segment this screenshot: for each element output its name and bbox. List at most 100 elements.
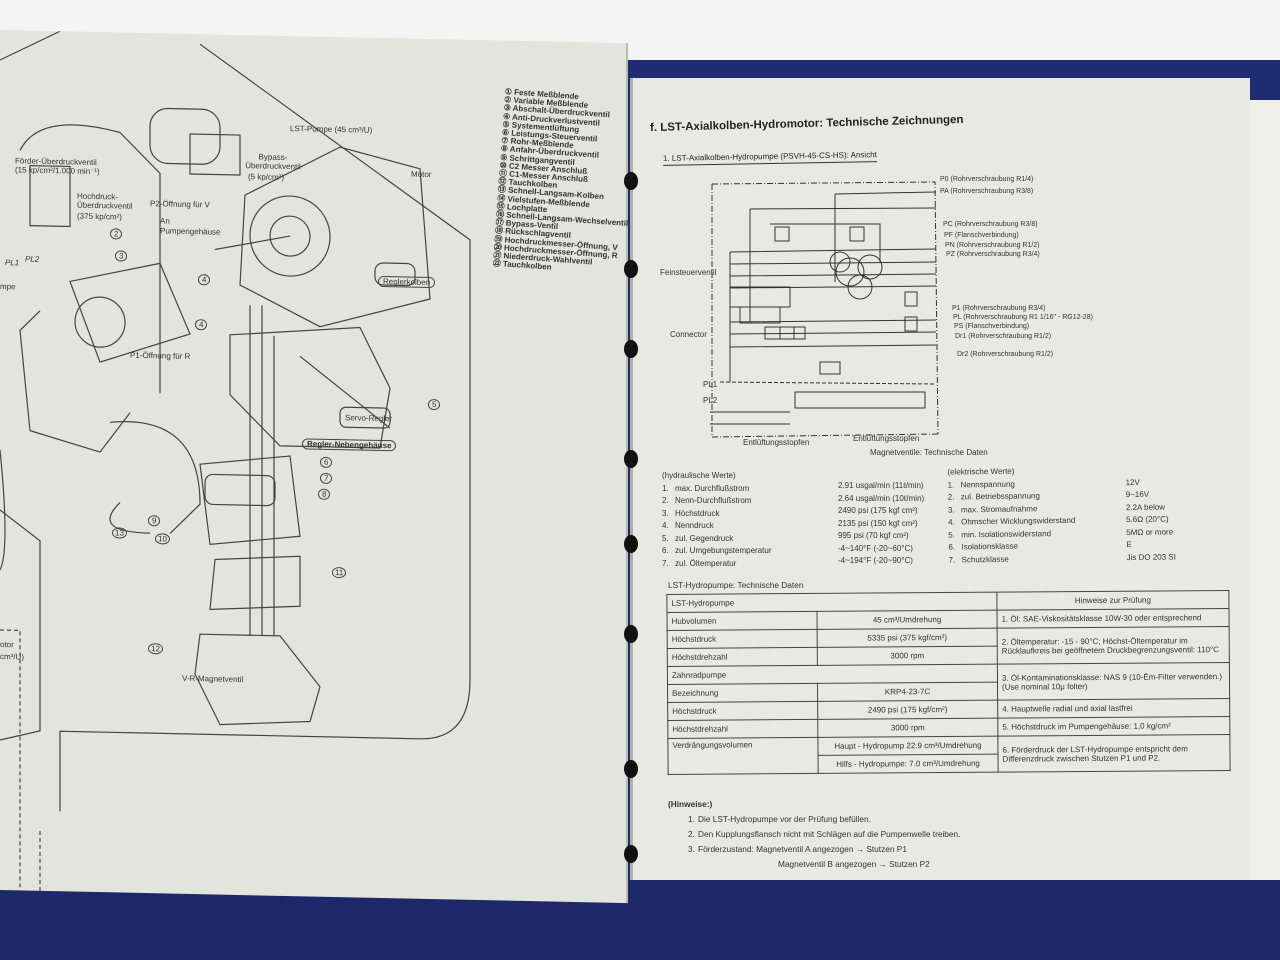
binder-ring bbox=[624, 760, 638, 778]
cell: Hilfs - Hydropumpe: 7.0 cm³/Umdrehung bbox=[818, 754, 999, 774]
label-cm-cut: cm³/U) bbox=[0, 652, 24, 662]
label-feinsteuerventil: Feinsteuerventil bbox=[660, 268, 717, 277]
port-label: PA (Rohrverschraubung R3/8) bbox=[940, 188, 1034, 195]
note-item: 1.Die LST-Hydropumpe vor der Prüfung bef… bbox=[688, 814, 871, 824]
note-item: Magnetventil B angezogen → Stutzen P2 bbox=[778, 859, 930, 869]
label-motor-cut: otor bbox=[0, 640, 14, 650]
cell: Zahnradpumpe bbox=[667, 664, 998, 685]
port-label: Dr2 (Rohrverschraubung R1/2) bbox=[957, 351, 1054, 358]
binder-ring bbox=[624, 260, 638, 278]
port-label: PC (Rohrverschraubung R3/8) bbox=[943, 221, 1038, 228]
hydraulic-row: 1.max. Durchflußstrom bbox=[662, 483, 750, 493]
cell: Bezeichnung bbox=[667, 683, 818, 703]
notes-heading: (Hinweise:) bbox=[668, 799, 713, 809]
cell: Verdrängungsvolumen bbox=[667, 737, 819, 775]
cell: 4. Hauptwelle radial und axial lastfrei bbox=[997, 698, 1230, 719]
label-pumpe-cut: mpe bbox=[0, 282, 16, 292]
cell: Hinweise zur Prüfung bbox=[996, 590, 1229, 611]
binder-ring bbox=[624, 535, 638, 553]
label-magnetventile: Magnetventile: Technische Daten bbox=[870, 448, 988, 457]
label-hochdruck: Hochdruck-Überdruckventil bbox=[77, 191, 133, 211]
exploded-pump-diagram bbox=[0, 30, 471, 891]
cell: 3. Öl-Kontaminationsklasse: NAS 9 (10-Ēm… bbox=[997, 662, 1230, 701]
binder-ring bbox=[624, 172, 638, 190]
label-pl2: PL2 bbox=[703, 396, 718, 405]
cell: Höchstdruck bbox=[667, 701, 818, 721]
hydraulic-row: 3.Höchstdruck bbox=[662, 508, 720, 518]
port-label: PL (Rohrverschraubung R1 1/16" - RG12-28… bbox=[953, 314, 1093, 321]
label-connector: Connector bbox=[670, 330, 707, 339]
port-label: P0 (Rohrverschraubung R1/4) bbox=[940, 176, 1034, 183]
cell: 1. Öl: SAE-Viskositätsklasse 10W-30 oder… bbox=[996, 608, 1230, 629]
label-p1: P1-Öffnung für R bbox=[130, 350, 191, 361]
notes: (Hinweise:) 1.Die LST-Hydropumpe vor der… bbox=[668, 797, 960, 872]
value: 2.91 usgal/min (11ℓ/min) bbox=[838, 481, 924, 490]
value: 995 psi (70 kgf cm²) bbox=[838, 531, 909, 540]
label-hochdruck-value: (375 kp/cm²) bbox=[77, 211, 122, 222]
binder-ring bbox=[624, 625, 638, 643]
cell: 5. Höchstdruck im Pumpengehäuse: 1,0 kg/… bbox=[997, 716, 1230, 737]
label-bypass: Bypass-Überdruckventil bbox=[245, 152, 301, 172]
value: -4~140°F (-20~60°C) bbox=[838, 543, 913, 553]
hydraulic-row: 7.zul. Öltemperatur bbox=[662, 558, 737, 568]
label-reglerkolben: Reglerkolben bbox=[378, 275, 436, 289]
port-label: PN (Rohrverschraubung R1/2) bbox=[945, 242, 1040, 249]
cell: 5335 psi (375 kgf/cm²) bbox=[817, 628, 998, 648]
cell: Höchstdrehzahl bbox=[667, 647, 818, 667]
label-servo: Servo-Regler bbox=[345, 413, 393, 424]
table-caption: LST-Hydropumpe: Technische Daten bbox=[668, 580, 804, 590]
cell: Hubvolumen bbox=[667, 611, 818, 631]
label-pl1: PL1 bbox=[5, 258, 20, 268]
value: 2.64 usgal/min (10ℓ/min) bbox=[838, 493, 925, 503]
hydraulic-row: 4.Nenndruck bbox=[662, 521, 714, 530]
port-label: P1 (Rohrverschraubung R3/4) bbox=[952, 305, 1046, 312]
callout-12: 12 bbox=[148, 643, 163, 655]
hydraulic-schematic bbox=[710, 181, 939, 438]
label-p2: P2-Öffnung für V bbox=[150, 199, 210, 210]
value: 2135 psi (150 kgf cm²) bbox=[838, 518, 918, 528]
label-pumpengehaeuse: Pumpengehäuse bbox=[160, 226, 221, 237]
hydraulic-heading: (hydraulische Werte) bbox=[662, 471, 736, 480]
cell: KRP4-23-7C bbox=[817, 682, 998, 702]
hydraulic-row: 6.zul. Umgebungstemperatur bbox=[662, 546, 772, 555]
cell: 2. Öltemperatur: -15 - 90°C; Höchst-Ölte… bbox=[997, 626, 1230, 665]
binder-ring bbox=[624, 340, 638, 358]
cell: LST-Hydropumpe bbox=[666, 592, 997, 613]
label-entlueftung-1: Entlüftungsstopfen bbox=[743, 438, 810, 447]
cell: 3000 rpm bbox=[817, 718, 998, 738]
cell: 45 cm³/Umdrehung bbox=[817, 610, 998, 630]
label-pl2: PL2 bbox=[25, 254, 40, 264]
label-motor: Motor bbox=[411, 169, 432, 180]
cell: Höchstdruck bbox=[667, 629, 818, 649]
port-label: Dr1 (Rohrverschraubung R1/2) bbox=[955, 333, 1052, 340]
label-regler-nebengehaeuse: Regler-Nebengehäuse bbox=[302, 438, 397, 452]
cell: 3000 rpm bbox=[817, 646, 998, 666]
hydraulic-values: (hydraulische Werte) 1.max. Durchflußstr… bbox=[662, 470, 772, 570]
label-vr-magnetventil: V-R-Magnetventil bbox=[182, 673, 244, 685]
hydraulic-row: 2.Nenn-Durchflußstrom bbox=[662, 496, 752, 505]
callout-10: 10 bbox=[155, 533, 170, 545]
note-item: 3.Förderzustand: Magnetventil A angezoge… bbox=[688, 844, 907, 854]
value: 2490 psi (175 kgf cm²) bbox=[838, 506, 918, 515]
left-page: LST-Pumpe (45 cm³/U) Motor Bypass-Überdr… bbox=[0, 30, 628, 904]
cell: Höchstdrehzahl bbox=[667, 719, 818, 739]
port-label: PF (Flanschverbindung) bbox=[944, 232, 1019, 239]
label-an: An bbox=[160, 216, 170, 226]
cell: 2490 psi (175 kgf/cm²) bbox=[817, 700, 998, 720]
cell: Haupt - Hydropump 22.9 cm³/Umdrehung bbox=[817, 736, 999, 756]
port-label: PS (Flanschverbindung) bbox=[954, 323, 1030, 330]
hydraulic-row: 5.zul. Gegendruck bbox=[662, 533, 734, 543]
value: -4~194°F (-20~90°C) bbox=[838, 556, 913, 565]
parts-legend: ① Feste Meßblende ② Variable Meßblende ③… bbox=[492, 87, 637, 277]
right-page bbox=[630, 78, 1250, 880]
label-entlueftung-2: Entlüftungsstopfen bbox=[853, 434, 920, 443]
binder-ring bbox=[624, 450, 638, 468]
binder-ring bbox=[624, 845, 638, 863]
callout-13: 13 bbox=[112, 527, 127, 539]
hydraulic-value-column: 2.91 usgal/min (11ℓ/min) 2.64 usgal/min … bbox=[838, 480, 924, 568]
